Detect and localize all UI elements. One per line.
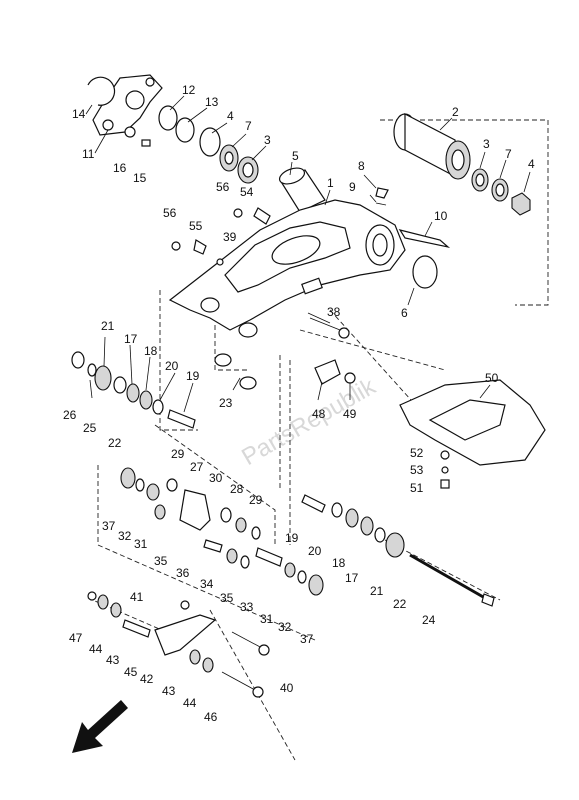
callout-55: 55 — [189, 219, 203, 233]
left-bearing-stack — [199, 127, 259, 184]
o-rings — [158, 105, 195, 143]
callout-47: 47 — [69, 631, 83, 645]
chain-case — [399, 379, 546, 489]
callout-52: 52 — [410, 446, 424, 460]
callout-8: 8 — [358, 159, 365, 173]
band-and-plate — [398, 229, 451, 289]
callout-29: 29 — [171, 447, 185, 461]
pivot-collar-right — [301, 494, 405, 558]
rear-arm — [168, 199, 406, 338]
callout-41: 41 — [130, 590, 144, 604]
callout-17: 17 — [124, 332, 138, 346]
callout-2: 2 — [452, 105, 459, 119]
callout-labels: 1 2 3 3 4 4 5 6 7 7 8 9 10 11 12 13 14 1… — [63, 83, 535, 724]
eccentric — [393, 113, 471, 180]
leader-lines — [85, 95, 531, 413]
callout-21: 21 — [101, 319, 115, 333]
callout-31: 31 — [134, 537, 148, 551]
callout-1: 1 — [327, 176, 334, 190]
callout-4: 4 — [528, 157, 535, 171]
relay-arm — [120, 467, 324, 596]
callout-31: 31 — [260, 612, 274, 626]
callout-17: 17 — [345, 571, 359, 585]
callout-21: 21 — [370, 584, 384, 598]
front-direction-arrow-icon — [72, 700, 128, 753]
callout-15: 15 — [133, 171, 147, 185]
callout-5: 5 — [292, 149, 299, 163]
callout-32: 32 — [118, 529, 132, 543]
callout-38: 38 — [327, 305, 341, 319]
callout-14: 14 — [72, 107, 86, 121]
callout-4: 4 — [227, 109, 234, 123]
callout-56: 56 — [163, 206, 177, 220]
callout-19: 19 — [186, 369, 200, 383]
callout-11: 11 — [82, 147, 95, 161]
callout-18: 18 — [144, 344, 158, 358]
callout-49: 49 — [343, 407, 357, 421]
callout-44: 44 — [183, 696, 197, 710]
callout-44: 44 — [89, 642, 103, 656]
callout-35: 35 — [154, 554, 168, 568]
fasteners-top — [124, 126, 389, 266]
callout-24: 24 — [422, 613, 436, 627]
callout-35: 35 — [220, 591, 234, 605]
collar — [278, 167, 326, 213]
callout-19: 19 — [285, 531, 299, 545]
pivot-shaft — [409, 553, 495, 607]
callout-33: 33 — [240, 600, 254, 614]
callout-10: 10 — [434, 209, 448, 223]
callout-50: 50 — [485, 371, 499, 385]
callout-20: 20 — [165, 359, 179, 373]
callout-12: 12 — [182, 83, 196, 97]
callout-43: 43 — [162, 684, 176, 698]
callout-16: 16 — [113, 161, 127, 175]
callout-56: 56 — [216, 180, 230, 194]
callout-51: 51 — [410, 481, 424, 495]
callout-27: 27 — [190, 460, 204, 474]
connecting-rod — [87, 591, 270, 698]
callout-37: 37 — [300, 632, 314, 646]
callout-25: 25 — [83, 421, 97, 435]
callout-48: 48 — [312, 407, 326, 421]
callout-39: 39 — [223, 230, 237, 244]
callout-28: 28 — [230, 482, 244, 496]
callout-3: 3 — [483, 137, 490, 151]
caps — [214, 353, 257, 390]
callout-22: 22 — [108, 436, 122, 450]
callout-42: 42 — [140, 672, 154, 686]
right-bearing-stack — [471, 168, 531, 216]
callout-46: 46 — [204, 710, 218, 724]
callout-37: 37 — [102, 519, 116, 533]
assembly-guide-lines — [87, 119, 549, 761]
callout-54: 54 — [240, 185, 254, 199]
callout-34: 34 — [200, 577, 214, 591]
watermark: PartsRepublik — [237, 373, 381, 472]
callout-43: 43 — [106, 653, 120, 667]
callout-45: 45 — [124, 665, 138, 679]
callout-18: 18 — [332, 556, 346, 570]
callout-29: 29 — [249, 493, 263, 507]
callout-30: 30 — [209, 471, 223, 485]
callout-23: 23 — [219, 396, 233, 410]
callout-6: 6 — [401, 306, 408, 320]
callout-13: 13 — [205, 95, 219, 109]
pivot-collar-left — [71, 351, 196, 429]
callout-40: 40 — [280, 681, 294, 695]
callout-22: 22 — [393, 597, 407, 611]
callout-36: 36 — [176, 566, 190, 580]
callout-20: 20 — [308, 544, 322, 558]
callout-7: 7 — [505, 147, 512, 161]
callout-26: 26 — [63, 408, 77, 422]
caliper-bracket — [87, 74, 163, 136]
callout-3: 3 — [264, 133, 271, 147]
callout-7: 7 — [245, 119, 252, 133]
callout-53: 53 — [410, 463, 424, 477]
callout-9: 9 — [349, 180, 356, 194]
callout-32: 32 — [278, 620, 292, 634]
sensor-bracket — [314, 359, 356, 385]
bolt-38 — [309, 317, 350, 339]
